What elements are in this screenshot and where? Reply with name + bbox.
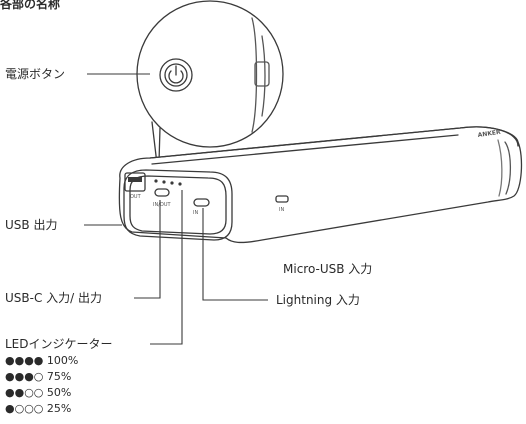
magnifier-circle [136, 0, 284, 148]
power-symbol-arc [168, 70, 184, 84]
brand-mark: ANKER [477, 129, 501, 139]
label-power-button: 電源ボタン [5, 67, 66, 81]
usbc-port [154, 188, 170, 197]
led-level-row: ●○○○ 25% [5, 402, 71, 415]
led-level-dots: ●●●○ [5, 370, 47, 383]
led-level-value: 100% [46, 354, 79, 367]
led-level-dots: ●●●● [5, 354, 47, 367]
led-level-value: 75% [46, 370, 72, 383]
label-micro-usb-input: Micro-USB 入力 [283, 262, 373, 276]
label-usb-output: USB 出力 [5, 218, 58, 232]
section-header: 各部の名称 [0, 0, 61, 11]
power-button [164, 63, 188, 87]
micro-usb-port [275, 195, 289, 203]
leader-led [150, 190, 183, 345]
led-level-row: ●●●● 100% [5, 354, 78, 367]
usb-port [124, 172, 146, 192]
led-level-value: 25% [46, 402, 72, 415]
lightning-port [193, 198, 210, 207]
mark-in-side: IN [279, 207, 284, 213]
leader-usbc [134, 200, 161, 299]
led-level-dots: ●○○○ [5, 402, 47, 415]
label-usbc-io: USB-C 入力/ 出力 [5, 291, 103, 305]
leader-lightning [202, 208, 268, 301]
mark-out: OUT [130, 194, 142, 200]
led-dots [154, 179, 182, 186]
led-level-row: ●●●○ 75% [5, 370, 71, 383]
mark-in-out: IN/OUT [153, 202, 171, 208]
label-lightning-input: Lightning 入力 [276, 293, 360, 307]
power-button-ring [159, 58, 193, 92]
mark-in: IN [193, 210, 198, 216]
led-level-value: 50% [46, 386, 72, 399]
led-level-row: ●●○○ 50% [5, 386, 71, 399]
label-led-indicator: LEDインジケーター [5, 337, 113, 351]
front-panel [123, 169, 233, 241]
led-level-dots: ●●○○ [5, 386, 47, 399]
